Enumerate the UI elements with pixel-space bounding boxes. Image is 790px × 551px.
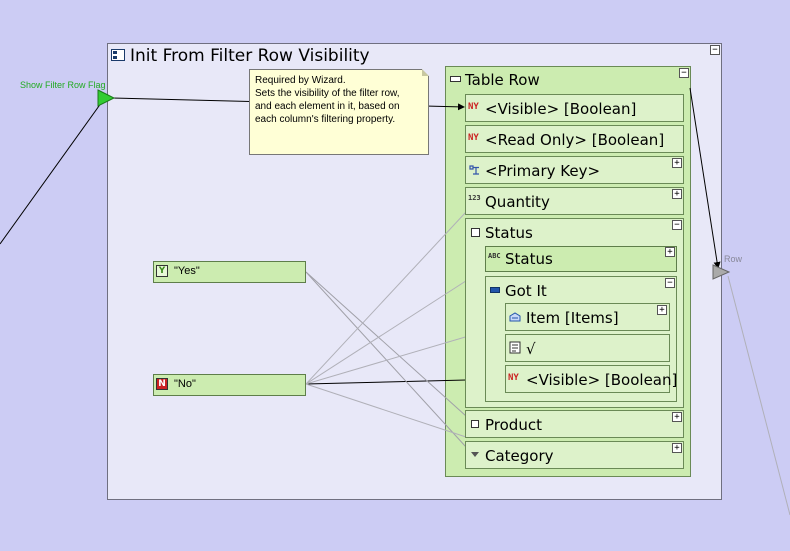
flow-title: Init From Filter Row Visibility — [130, 46, 370, 66]
field-read-only[interactable]: NY <Read Only> [Boolean] — [465, 125, 684, 153]
note-line-2: Sets the visibility of the filter row, — [255, 88, 400, 99]
boolean-icon: NY — [508, 373, 519, 383]
field-quantity[interactable]: 123 Quantity + — [465, 187, 684, 215]
group-icon — [471, 420, 479, 428]
field-check-label: √ — [526, 340, 536, 358]
field-product-label: Product — [485, 416, 542, 434]
field-primary-key[interactable]: <Primary Key> + — [465, 156, 684, 184]
boolean-icon: NY — [468, 102, 479, 112]
dropdown-icon — [471, 452, 479, 457]
table-row-collapse-button[interactable]: − — [679, 68, 689, 78]
boolean-icon: NY — [468, 133, 479, 143]
no-badge-icon: N — [156, 378, 168, 390]
yes-badge-icon: Y — [156, 265, 168, 277]
primary-key-expand-button[interactable]: + — [672, 158, 682, 168]
text-icon: ABC — [488, 252, 501, 260]
field-primary-key-label: <Primary Key> — [485, 162, 601, 180]
constant-no-label: "No" — [174, 378, 196, 390]
note-line-3: and each element in it, based on — [255, 101, 400, 112]
field-product[interactable]: Product + — [465, 410, 684, 438]
constant-yes-label: "Yes" — [174, 265, 200, 277]
field-quantity-label: Quantity — [485, 193, 550, 211]
note-line-4: each column's filtering property. — [255, 114, 396, 125]
wire-incoming — [0, 98, 105, 245]
quantity-expand-button[interactable]: + — [672, 189, 682, 199]
field-got-it-visible-label: <Visible> [Boolean] — [526, 371, 678, 389]
table-row-header: Table Row — [465, 71, 540, 89]
choice-icon — [490, 287, 500, 293]
constant-no[interactable]: N "No" — [153, 374, 306, 396]
field-got-it-visible[interactable]: NY <Visible> [Boolean] — [505, 365, 677, 393]
field-visible[interactable]: NY <Visible> [Boolean] — [465, 94, 684, 122]
input-port-label: Show Filter Row Flag — [20, 80, 106, 90]
category-expand-button[interactable]: + — [672, 443, 682, 453]
status-collapse-button[interactable]: − — [672, 220, 682, 230]
key-icon — [469, 165, 479, 175]
flow-icon — [111, 49, 125, 61]
image-icon — [509, 341, 521, 354]
got-it-collapse-button[interactable]: − — [665, 278, 675, 288]
list-icon — [509, 312, 521, 322]
field-status[interactable]: ABC Status + — [485, 246, 677, 272]
status-field-expand-button[interactable]: + — [665, 247, 675, 257]
field-category[interactable]: Category + — [465, 441, 684, 469]
field-item[interactable]: Item [Items] + — [505, 303, 670, 331]
row-icon — [450, 76, 461, 82]
group-icon — [471, 228, 480, 237]
constant-yes[interactable]: Y "Yes" — [153, 261, 306, 283]
field-item-label: Item [Items] — [526, 309, 619, 327]
note-line-1: Required by Wizard. — [255, 75, 346, 86]
frame-collapse-button[interactable]: − — [710, 45, 720, 55]
product-expand-button[interactable]: + — [672, 412, 682, 422]
item-expand-button[interactable]: + — [657, 305, 667, 315]
output-port-label: Row — [724, 254, 743, 264]
number-icon: 123 — [468, 194, 481, 202]
field-category-label: Category — [485, 447, 554, 465]
field-status-label: Status — [505, 250, 553, 268]
wizard-note[interactable]: Required by Wizard. Sets the visibility … — [249, 69, 429, 155]
wire-outgoing — [727, 275, 790, 516]
group-got-it-label: Got It — [505, 282, 547, 300]
group-status-label: Status — [485, 224, 533, 242]
field-read-only-label: <Read Only> [Boolean] — [485, 131, 665, 149]
field-visible-label: <Visible> [Boolean] — [485, 100, 637, 118]
field-check[interactable]: √ — [505, 334, 670, 362]
